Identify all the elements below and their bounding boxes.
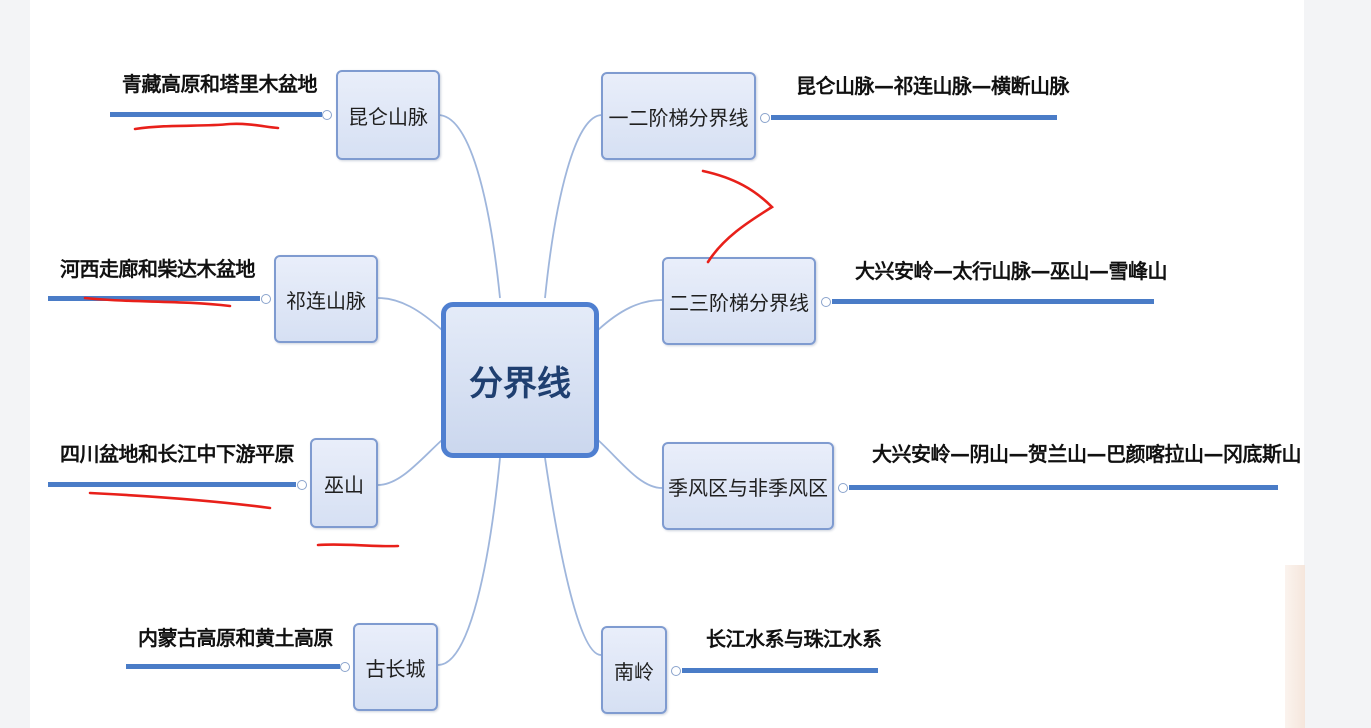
link-step23 xyxy=(597,299,663,331)
leaf-bar-qilian xyxy=(48,296,260,301)
expand-knob-nanling[interactable] xyxy=(671,666,681,676)
leaf-bar-nanling xyxy=(682,668,878,673)
leaf-step23: 大兴安岭—太行山脉—巫山—雪峰山 xyxy=(855,259,1168,283)
leaf-nanling: 长江水系与珠江水系 xyxy=(706,627,882,651)
expand-knob-step23[interactable] xyxy=(821,297,831,307)
node-wushan[interactable]: 巫山 xyxy=(310,438,378,528)
link-wushan xyxy=(377,439,443,486)
node-nanling-label: 南岭 xyxy=(614,659,654,684)
leaf-bar-step12 xyxy=(771,115,1057,120)
node-nanling[interactable]: 南岭 xyxy=(601,626,667,714)
leaf-bar-step23 xyxy=(832,299,1154,304)
node-step12-label: 一二阶梯分界线 xyxy=(608,105,749,130)
expand-knob-gucheng[interactable] xyxy=(340,662,350,672)
expand-knob-qilian[interactable] xyxy=(261,294,271,304)
link-nanling xyxy=(544,457,602,656)
leaf-qilian: 河西走廊和柴达木盆地 xyxy=(60,257,256,281)
link-gucheng xyxy=(437,457,501,666)
center-node[interactable]: 分界线 xyxy=(441,302,599,458)
leaf-kunlun: 青藏高原和塔里木盆地 xyxy=(122,72,318,96)
node-monsoon-label: 季风区与非季风区 xyxy=(668,475,828,500)
leaf-step12: 昆仑山脉—祁连山脉—横断山脉 xyxy=(796,74,1070,98)
link-step12 xyxy=(544,114,603,299)
leaf-bar-kunlun xyxy=(110,112,322,117)
background-edge xyxy=(1285,565,1305,728)
link-monsoon xyxy=(597,439,663,489)
node-gucheng[interactable]: 古长城 xyxy=(353,623,438,711)
expand-knob-kunlun[interactable] xyxy=(322,110,332,120)
leaf-bar-gucheng xyxy=(126,664,340,669)
node-step23-label: 二三阶梯分界线 xyxy=(669,290,809,315)
node-qilian[interactable]: 祁连山脉 xyxy=(274,255,378,343)
center-label: 分界线 xyxy=(469,363,571,404)
leaf-wushan: 四川盆地和长江中下游平原 xyxy=(60,442,295,466)
node-step12[interactable]: 一二阶梯分界线 xyxy=(601,72,756,160)
node-step23[interactable]: 二三阶梯分界线 xyxy=(662,257,816,345)
node-gucheng-label: 古长城 xyxy=(365,656,426,681)
leaf-gucheng: 内蒙古高原和黄土高原 xyxy=(138,626,334,650)
leaf-monsoon: 大兴安岭—阴山—贺兰山—巴颜喀拉山—冈底斯山 xyxy=(872,442,1302,466)
node-qilian-label: 祁连山脉 xyxy=(286,288,366,313)
node-monsoon[interactable]: 季风区与非季风区 xyxy=(662,442,834,530)
expand-knob-monsoon[interactable] xyxy=(838,483,848,493)
leaf-bar-wushan xyxy=(48,482,296,487)
node-wushan-label: 巫山 xyxy=(324,472,364,497)
link-kunlun xyxy=(437,114,501,299)
node-kunlun[interactable]: 昆仑山脉 xyxy=(336,70,440,160)
node-kunlun-label: 昆仑山脉 xyxy=(348,104,428,129)
expand-knob-wushan[interactable] xyxy=(297,480,307,490)
link-qilian xyxy=(377,297,443,331)
leaf-bar-monsoon xyxy=(849,485,1278,490)
expand-knob-step12[interactable] xyxy=(760,113,770,123)
